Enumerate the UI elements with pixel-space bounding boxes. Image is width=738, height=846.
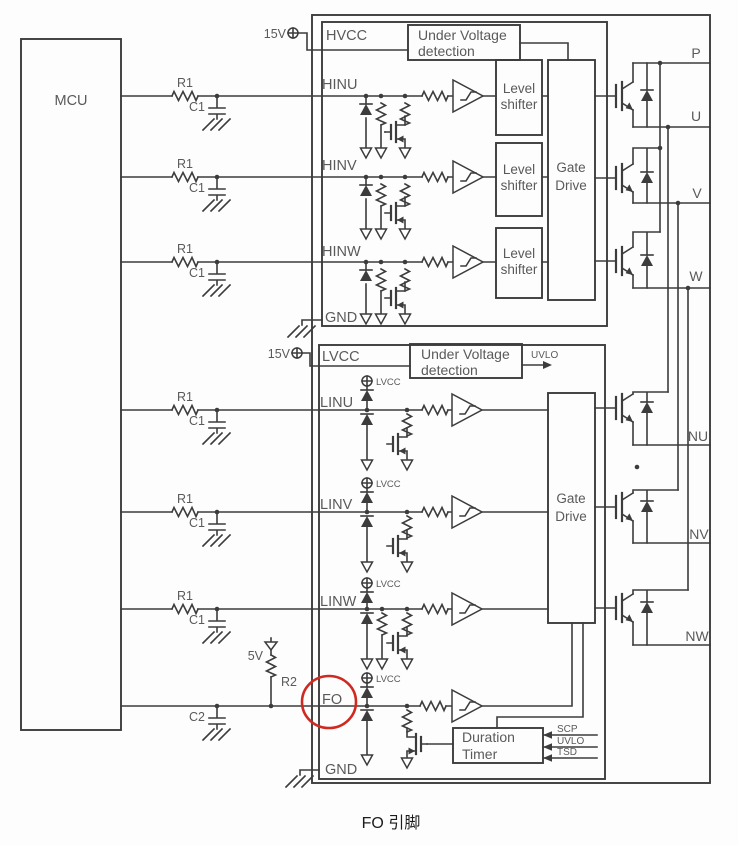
level-shifter-u-line1: Level xyxy=(503,81,535,96)
level-shifter-u-line2: shifter xyxy=(501,97,538,112)
lvcc-supply-net xyxy=(291,347,411,367)
lvcc-rail-label-3: LVCC xyxy=(376,579,401,590)
pin-label-linu: LINU xyxy=(320,395,353,411)
c1-label-2: C1 xyxy=(189,181,205,195)
lin-clamp-cells xyxy=(360,375,454,769)
pin-label-gnd-high: GND xyxy=(325,310,357,326)
lvcc-15v-label: 15V xyxy=(268,347,291,361)
r1-label-6: R1 xyxy=(177,589,193,603)
tsd-label: TSD xyxy=(557,747,577,758)
igbt-low-u xyxy=(593,391,669,446)
igbt-low-v xyxy=(593,489,679,544)
output-label-nw: NW xyxy=(685,628,709,644)
gnd-pin-high xyxy=(287,319,323,338)
pin-label-fo: FO xyxy=(322,692,342,708)
igbt-low-w xyxy=(593,589,689,646)
level-shifter-box-v xyxy=(495,142,543,217)
pin-label-linw: LINW xyxy=(320,594,357,610)
hvcc-supply-net xyxy=(287,27,409,51)
r1-label-1: R1 xyxy=(177,76,193,90)
output-label-p: P xyxy=(691,45,700,61)
gate-drive-high-line2: Drive xyxy=(555,178,587,193)
c1-label-3: C1 xyxy=(189,266,205,280)
fo-pullup-network xyxy=(263,637,279,707)
uv-low-line2: detection xyxy=(421,362,478,378)
output-label-nu: NU xyxy=(688,428,708,444)
c1-label-6: C1 xyxy=(189,613,205,627)
gate-drive-low-line1: Gate xyxy=(556,491,585,506)
v5-label: 5V xyxy=(248,649,264,663)
uv-high-line1: Under Voltage xyxy=(418,27,507,43)
lvcc-rail-label-4: LVCC xyxy=(376,674,401,685)
gate-drive-box-high xyxy=(547,59,596,301)
lvcc-rail-label-1: LVCC xyxy=(376,377,401,388)
c1-capacitors xyxy=(203,96,230,740)
low-side-section xyxy=(318,344,606,780)
junction-dots xyxy=(214,60,691,709)
lvcc-rail-label-2: LVCC xyxy=(376,479,401,490)
hvcc-15v-label: 15V xyxy=(264,27,287,41)
uvlo-input-label: UVLO xyxy=(557,736,584,747)
input-row-wires xyxy=(120,95,454,707)
gate-drive-low-line2: Drive xyxy=(555,509,587,524)
duration-timer-box xyxy=(452,727,544,764)
uv-high-line2: detection xyxy=(418,43,475,59)
output-label-w: W xyxy=(689,268,703,284)
buffer-links xyxy=(481,95,584,729)
figure-caption: FO 引脚 xyxy=(362,814,421,832)
pin-label-lvcc: LVCC xyxy=(322,349,360,365)
gate-drive-box-low xyxy=(547,392,596,624)
igbt-high-v xyxy=(593,147,661,204)
pin-label-linv: LINV xyxy=(320,497,353,513)
uvlo-output-label: UVLO xyxy=(531,350,558,361)
high-side-section xyxy=(321,21,608,327)
uv-low-line1: Under Voltage xyxy=(421,346,510,362)
pin-label-hinu: HINU xyxy=(322,77,357,93)
timer-input-signals xyxy=(542,731,598,762)
gate-drive-high-line1: Gate xyxy=(556,160,585,175)
uv-detect-wiring xyxy=(519,42,569,369)
r1-label-2: R1 xyxy=(177,157,193,171)
r2-label: R2 xyxy=(281,675,297,689)
series-resistors xyxy=(419,90,449,712)
pin-label-gnd-low: GND xyxy=(325,762,357,778)
level-shifter-box-w xyxy=(495,227,543,299)
pin-label-hinw: HINW xyxy=(322,244,361,260)
c1-label-1: C1 xyxy=(189,100,205,114)
duration-timer-line2: Timer xyxy=(462,746,498,762)
igbt-high-w xyxy=(593,231,661,289)
mcu-label: MCU xyxy=(54,93,87,109)
igbt-high-u xyxy=(593,62,654,128)
hin-clamp-cells xyxy=(359,95,412,325)
output-label-nv: NV xyxy=(689,526,709,542)
fo-pin-highlight-circle xyxy=(300,674,358,730)
module-outline xyxy=(311,14,711,784)
level-shifter-v-line2: shifter xyxy=(501,178,538,193)
r1-label-3: R1 xyxy=(177,242,193,256)
level-shifter-v-line1: Level xyxy=(503,162,535,177)
level-shifter-w-line1: Level xyxy=(503,246,535,261)
scp-label: SCP xyxy=(557,724,578,735)
r1-label-4: R1 xyxy=(177,390,193,404)
output-rails xyxy=(632,62,711,646)
output-label-u: U xyxy=(691,108,701,124)
c1-label-4: C1 xyxy=(189,414,205,428)
c1-label-5: C1 xyxy=(189,516,205,530)
c2-label: C2 xyxy=(189,710,205,724)
level-shifter-box-u xyxy=(495,59,543,136)
gnd-pin-low xyxy=(285,769,320,788)
pin-label-hvcc: HVCC xyxy=(326,28,367,44)
output-label-v: V xyxy=(692,185,702,201)
uv-detection-box-low xyxy=(409,343,523,379)
r1-label-5: R1 xyxy=(177,492,193,506)
pin-label-hinv: HINV xyxy=(322,158,357,174)
input-buffers xyxy=(451,79,484,723)
mcu-block xyxy=(20,38,122,731)
level-shifter-w-line2: shifter xyxy=(501,262,538,277)
duration-timer-line1: Duration xyxy=(462,729,515,745)
